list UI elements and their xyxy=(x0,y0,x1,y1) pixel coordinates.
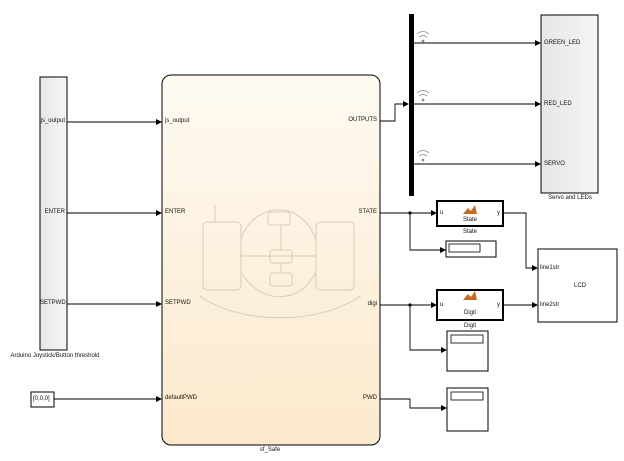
arduino-port-js-output: js_output xyxy=(40,118,65,124)
sf-safe-chart[interactable] xyxy=(161,74,381,446)
lcd-port-line1str: line1str xyxy=(540,265,560,271)
chart-out-state: STATE xyxy=(358,209,377,215)
lcd-title: LCD xyxy=(573,283,586,289)
bus-creator[interactable] xyxy=(409,14,414,196)
lcd-block[interactable] xyxy=(537,248,618,323)
chart-preview xyxy=(199,205,361,319)
arduino-caption: Arduino Joystick/Button threshold xyxy=(10,353,100,359)
digit-in-port: u xyxy=(440,302,444,308)
pwd-display-field xyxy=(450,391,484,401)
chart-in-enter: ENTER xyxy=(165,209,186,215)
chart-out-outputs: OUTPUTS xyxy=(348,117,377,123)
chart-in-defaultpwd: defaultPWD xyxy=(165,395,198,401)
state-in-port: u xyxy=(440,210,444,216)
chart-out-digi: digi xyxy=(367,301,377,307)
digit-display-field xyxy=(450,334,484,344)
digit-out-port: y xyxy=(497,302,500,308)
chart-in-js-output: js_output xyxy=(165,118,190,124)
chart-caption: sf_Safe xyxy=(259,447,281,453)
signal-lines xyxy=(54,40,541,411)
arduino-block[interactable] xyxy=(39,76,68,351)
chart-in-setpwd: SETPWD xyxy=(165,300,191,306)
servo-port-servo: SERVO xyxy=(544,161,565,167)
state-display-field xyxy=(448,243,481,253)
servo-port-red-led: RED_LED xyxy=(544,101,572,107)
servo-port-green-led: GREEN_LED xyxy=(544,40,581,46)
signal-logging-icon xyxy=(416,31,430,162)
arduino-port-setpwd: SETPWD xyxy=(40,300,66,306)
constant-block[interactable] xyxy=(30,391,55,408)
state-fn-title: State xyxy=(462,217,477,223)
servo-leds-block[interactable] xyxy=(540,14,599,194)
digit-function-block[interactable] xyxy=(436,289,504,321)
junction-dots xyxy=(408,211,412,307)
servo-caption: Servo and LEDs xyxy=(548,195,592,201)
digit-fn-title: Digit xyxy=(463,310,476,316)
state-out-port: y xyxy=(497,210,500,216)
constant-value: [0,0,0] xyxy=(33,396,50,402)
lcd-port-line2str: line2str xyxy=(540,302,560,308)
arduino-port-enter: ENTER xyxy=(44,209,65,215)
state-fn-caption: State xyxy=(462,229,477,235)
matlab-function-icon xyxy=(463,205,477,300)
digit-fn-caption: Digit xyxy=(463,323,476,329)
chart-out-pwd: PWD xyxy=(363,395,377,401)
